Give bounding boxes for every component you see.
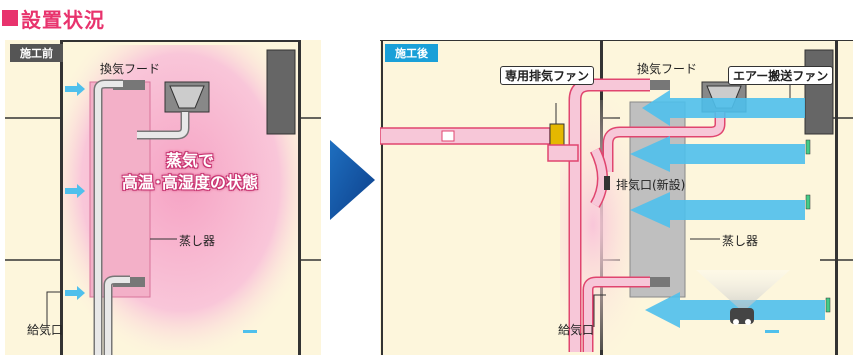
supply-arrow [65, 82, 85, 96]
airflow-arrow [630, 136, 805, 172]
state-text: 蒸気で 高温･高湿度の状態 [115, 150, 265, 194]
title-square-icon [2, 10, 18, 26]
section-title: 設置状況 [2, 4, 105, 32]
exhaust-fan [549, 123, 565, 147]
before-tag: 施工前 [10, 44, 63, 62]
title-text: 設置状況 [21, 7, 105, 32]
new-exhaust-port [604, 176, 610, 190]
supply-label: 給気口 [558, 323, 595, 337]
state-line-1: 蒸気で [165, 151, 214, 170]
hood-top [113, 80, 145, 90]
airflow-arrow [642, 90, 805, 126]
airflow-arrow [630, 192, 805, 228]
supply-label: 給気口 [27, 323, 64, 337]
supply-arrow [65, 286, 85, 300]
supply-arrow [65, 184, 85, 198]
after-tag: 施工後 [385, 44, 438, 62]
after-panel: 施工後 専用排気ファン 換気フード エアー搬送ファン 排気口(新設) 蒸し器 給… [380, 40, 853, 355]
before-panel: 施工前 換気フード 蒸気で 高温･高湿度の状態 蒸し器 給気口 [5, 40, 321, 355]
state-line-2: 高温･高湿度の状態 [121, 173, 258, 192]
hood-label: 換気フード [637, 62, 698, 76]
transition-arrow-icon [330, 140, 375, 220]
after-diagram [380, 40, 853, 355]
exhaust-port-label: 排気口(新設) [616, 178, 686, 192]
exhaust-duct [380, 127, 551, 145]
before-diagram [5, 40, 321, 355]
hood-label: 換気フード [100, 62, 161, 76]
air-fan-label: エアー搬送ファン [728, 66, 834, 85]
steamer-label: 蒸し器 [722, 234, 759, 248]
exhaust-fan-label: 専用排気ファン [500, 66, 595, 85]
steamer-label: 蒸し器 [179, 234, 216, 248]
